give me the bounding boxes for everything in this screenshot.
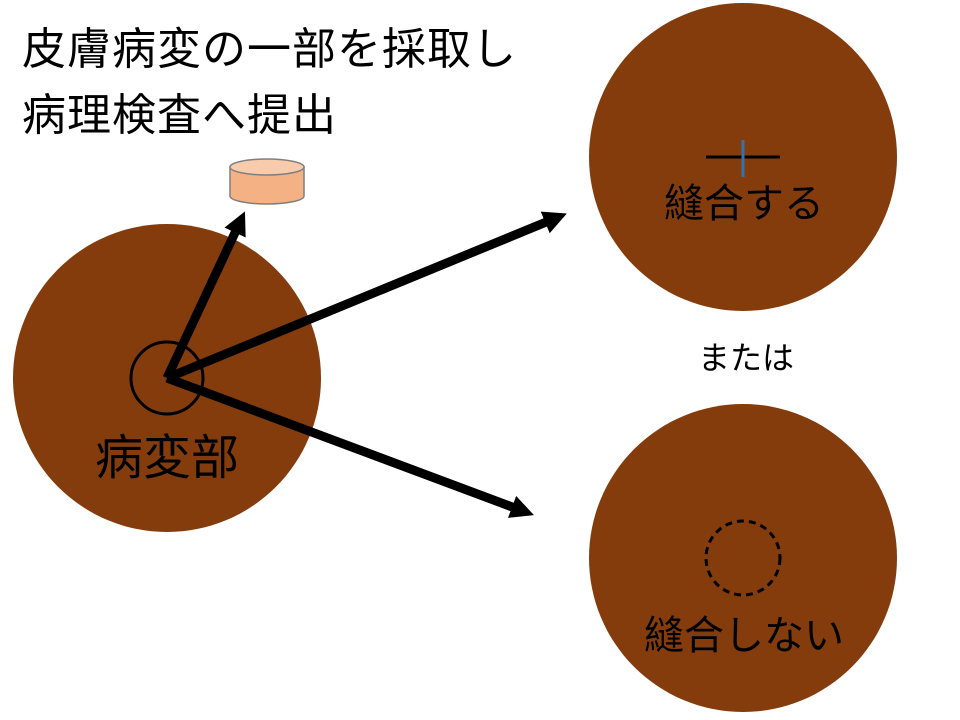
title-line-2: 病理検査へ提出 [22,90,337,141]
or-label: または [697,339,795,377]
arrow-to-sutured [165,211,567,383]
biopsy-site-circle [129,340,205,416]
arrow-to-specimen [162,211,246,380]
title-line-1: 皮膚病変の一部を採取し [22,24,517,75]
lesion-label: 病変部 [94,430,240,486]
open-wound-dashed-circle [704,519,782,597]
specimen-cylinder-icon [229,158,305,205]
unsutured-skin-disc [589,404,897,712]
sutured-label: 縫合する [664,181,824,227]
arrow-to-unsutured [165,373,534,518]
unsutured-label: 縫合しない [644,613,844,659]
suture-cross-icon [706,140,780,177]
